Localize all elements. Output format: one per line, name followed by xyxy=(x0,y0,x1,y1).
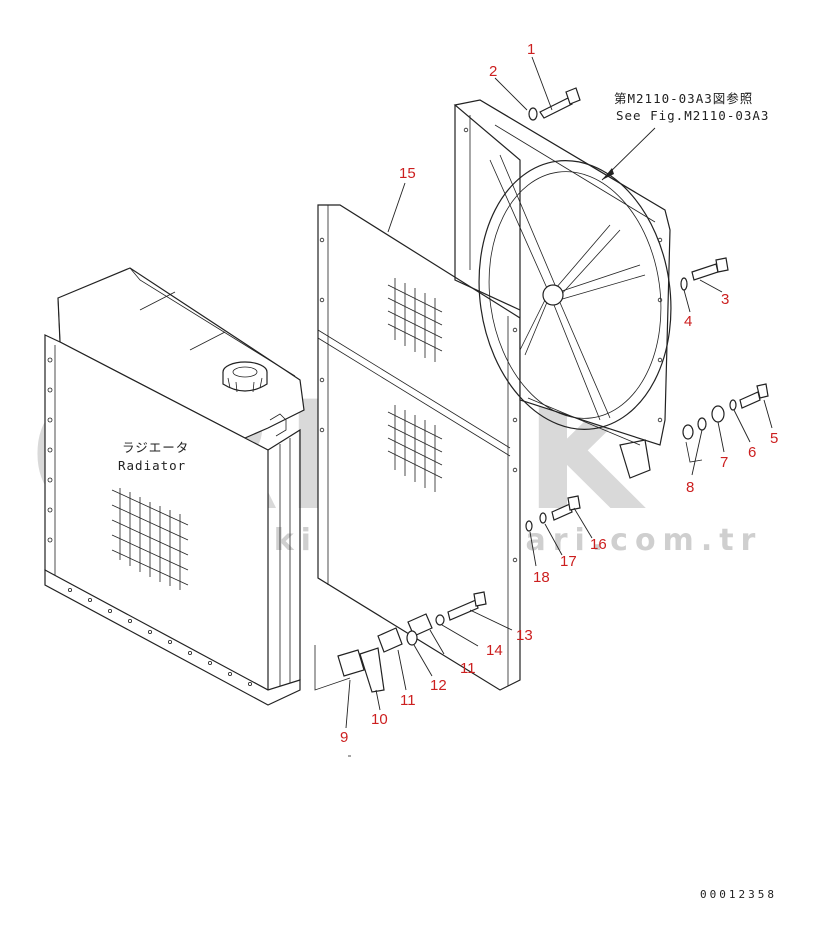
fan-shroud-panel xyxy=(317,204,521,691)
reference-note: 第M2110-03A3図参照 See Fig.M2110-03A3 xyxy=(614,91,769,123)
radiator-cap xyxy=(222,361,268,393)
radiator-label-en: Radiator xyxy=(118,458,186,473)
washer-2 xyxy=(528,107,538,121)
fan-opening-ring xyxy=(478,160,672,430)
radiator-side-holes xyxy=(47,357,53,543)
callout-8: 8 xyxy=(686,479,694,496)
plate-9 xyxy=(337,649,365,677)
washer-8a xyxy=(697,417,707,431)
callout-17: 17 xyxy=(560,553,577,570)
washer-4 xyxy=(680,277,688,291)
bolt-13 xyxy=(447,591,487,621)
radiator-core-grid xyxy=(111,488,189,590)
callout-7: 7 xyxy=(720,454,728,471)
washer-18 xyxy=(525,520,533,532)
shroud-panel-grid-lower xyxy=(387,405,443,492)
callout-4: 4 xyxy=(684,313,692,330)
leader-lines xyxy=(345,56,773,729)
callout-12: 12 xyxy=(430,677,447,694)
plate-10 xyxy=(359,647,385,693)
fan-guard-spokes xyxy=(489,154,646,421)
shroud-panel-grid-upper xyxy=(387,278,443,362)
reference-note-en: See Fig.M2110-03A3 xyxy=(616,108,769,123)
bolt-16 xyxy=(551,495,581,521)
radiator-bottom-tank xyxy=(44,568,301,706)
fan-guard-frame xyxy=(453,99,672,479)
bolt-1 xyxy=(539,87,581,119)
callout-13: 13 xyxy=(516,627,533,644)
callout-6: 6 xyxy=(748,444,756,461)
washer-17 xyxy=(539,512,547,524)
callout-16: 16 xyxy=(590,536,607,553)
callout-15: 15 xyxy=(399,165,416,182)
radiator-assembly: ラジエータ Radiator xyxy=(44,267,305,706)
reference-note-jp: 第M2110-03A3図参照 xyxy=(614,91,753,106)
washer-6 xyxy=(729,399,737,411)
washer-14 xyxy=(435,614,445,626)
radiator-label-jp: ラジエータ xyxy=(122,440,189,455)
drawing-code: 00012358 xyxy=(700,888,777,901)
callout-18: 18 xyxy=(533,569,550,586)
callout-11-lower: 11 xyxy=(400,692,416,709)
callout-1: 1 xyxy=(527,41,535,58)
callout-3: 3 xyxy=(721,291,729,308)
callout-10: 10 xyxy=(371,711,388,728)
washer-8b xyxy=(682,424,694,440)
spacer-12 xyxy=(406,630,418,646)
callout-11-upper: 11 xyxy=(460,660,476,677)
bolt-3 xyxy=(691,257,729,281)
callout-2: 2 xyxy=(489,63,497,80)
spacer-7 xyxy=(711,405,725,423)
callout-9: 9 xyxy=(340,729,348,746)
callout-14: 14 xyxy=(486,642,503,659)
bolt-5 xyxy=(739,383,769,409)
fasteners xyxy=(314,87,769,693)
callout-numbers: 1 2 3 4 5 6 7 8 9 10 11 11 12 13 14 15 1… xyxy=(340,41,778,746)
plate-11b xyxy=(377,627,403,653)
fan-hub xyxy=(542,284,564,306)
callout-5: 5 xyxy=(770,430,778,447)
